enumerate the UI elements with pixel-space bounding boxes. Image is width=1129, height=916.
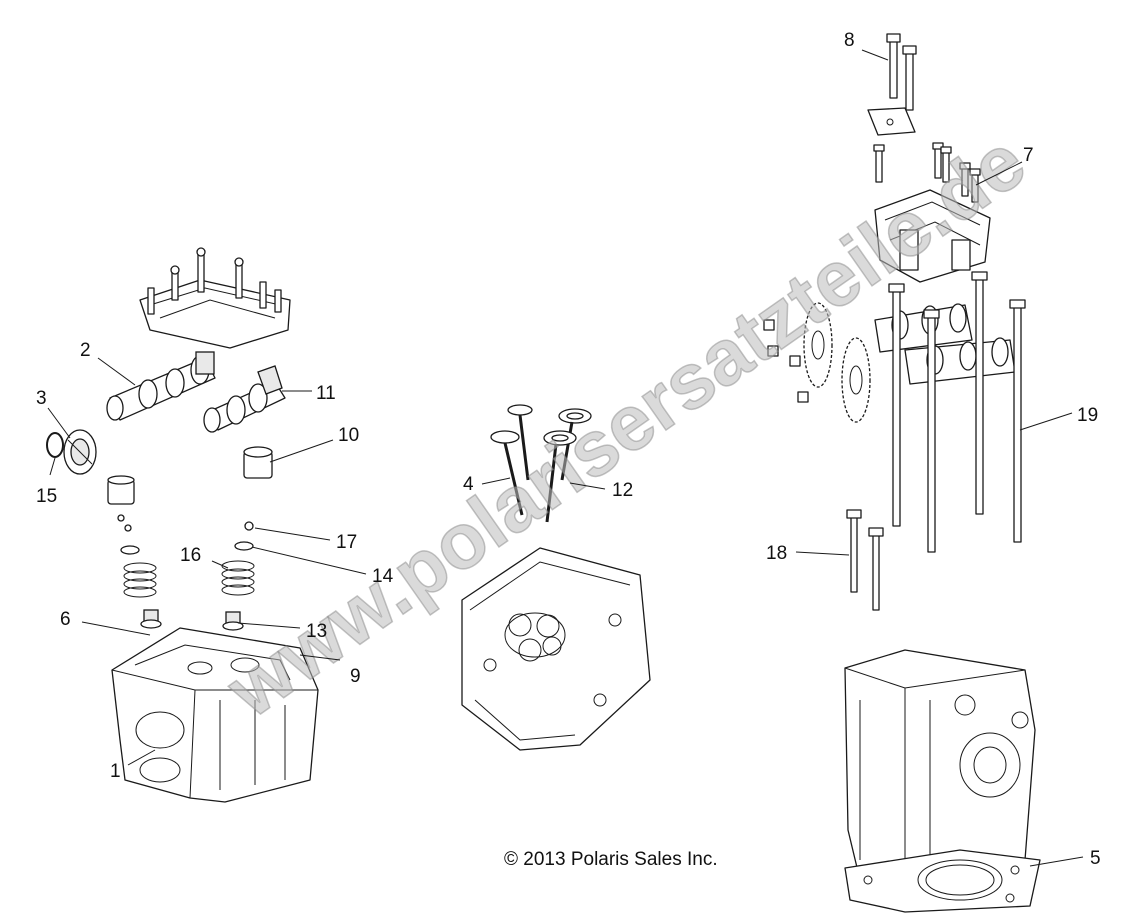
bolts-7 [873, 142, 981, 203]
callout-1: 1 [110, 761, 121, 782]
callout-16: 16 [180, 545, 201, 566]
leader-lines [47, 49, 1084, 867]
camshaft-sprocket-hub [63, 429, 97, 475]
callout-4: 4 [463, 474, 474, 495]
callout-2: 2 [80, 340, 91, 361]
camshaft-intake [106, 351, 216, 421]
bolts-18 [846, 509, 884, 611]
callout-18: 18 [766, 543, 787, 564]
cylinder-head-side-view [844, 649, 1036, 891]
valve-keeper-17 [244, 521, 254, 531]
snap-ring [46, 432, 64, 458]
cam-sprocket-a [803, 302, 833, 388]
cylinder-head [111, 627, 319, 803]
callout-13: 13 [306, 621, 327, 642]
callout-3: 3 [36, 388, 47, 409]
callout-8: 8 [844, 30, 855, 51]
callout-12: 12 [612, 480, 633, 501]
bracket-plate [867, 107, 916, 136]
head-bolts-19 [888, 271, 1026, 553]
callout-11: 11 [316, 383, 336, 404]
callout-15: 15 [36, 486, 57, 507]
spring-retainer-14 [234, 541, 254, 551]
valve-seal-13 [222, 611, 244, 631]
callout-14: 14 [372, 566, 394, 587]
valve-4 [490, 404, 533, 516]
callout-17: 17 [336, 532, 357, 553]
valve-12 [543, 408, 592, 523]
camshaft-exhaust [203, 365, 286, 433]
valve-keepers-left [117, 514, 140, 555]
callout-7: 7 [1023, 145, 1034, 166]
callout-19: 19 [1077, 405, 1098, 426]
cam-sprocket-b [841, 337, 871, 423]
tappet-10 [243, 446, 273, 479]
head-gasket [844, 849, 1041, 913]
cam-carrier [874, 189, 991, 283]
sprocket-bolts [763, 319, 809, 403]
callout-10: 10 [338, 425, 359, 446]
valve-spring-16 [221, 560, 255, 596]
callout-6: 6 [60, 609, 71, 630]
tappet-left [107, 475, 135, 505]
valve-seal-left [140, 609, 162, 629]
valve-spring-left [123, 562, 157, 598]
bolts-8 [886, 33, 917, 111]
callout-5: 5 [1090, 848, 1101, 869]
cylinder-head-bottom-view [461, 547, 651, 751]
copyright-text: © 2013 Polaris Sales Inc. [504, 849, 718, 870]
cam-cap-assembly [139, 247, 291, 349]
callout-9: 9 [350, 666, 361, 687]
